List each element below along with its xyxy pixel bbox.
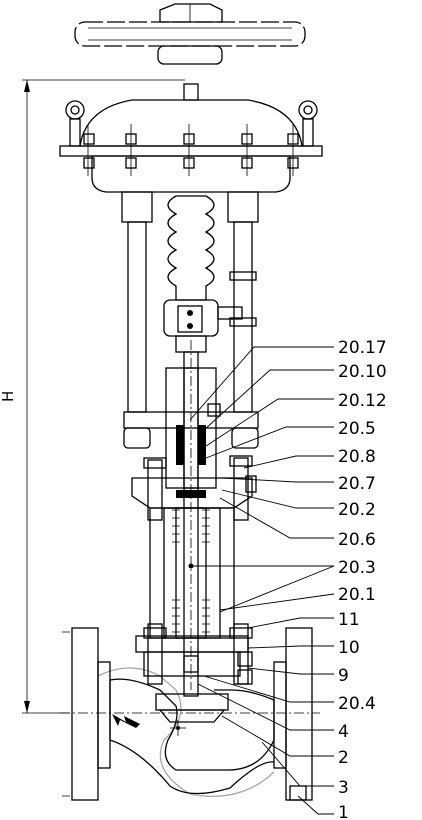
callout-20-4: 20.4	[338, 694, 376, 714]
callout-3: 3	[338, 778, 349, 798]
valve-stem	[183, 340, 199, 690]
yoke-pillars	[121, 191, 259, 413]
callout-2: 2	[338, 748, 349, 768]
callout-20-12: 20.12	[338, 391, 387, 411]
callout-9: 9	[338, 666, 349, 686]
callout-20-8: 20.8	[338, 447, 376, 467]
callout-20-1: 20.1	[338, 585, 376, 605]
bellows	[163, 195, 243, 353]
lower-bonnet-flange	[135, 623, 253, 697]
callout-10: 10	[338, 638, 360, 658]
part-number-labels: 20.17 20.10 20.12 20.5 20.8 20.7 20.2 20…	[338, 338, 387, 820]
callout-20-10: 20.10	[338, 362, 387, 382]
height-dimension: H	[0, 79, 185, 714]
leader-lines	[189, 346, 335, 815]
callout-20-3: 20.3	[338, 558, 376, 578]
height-dimension-label: H	[0, 391, 17, 402]
handwheel	[74, 3, 306, 65]
callout-20-6: 20.6	[338, 530, 376, 550]
callout-4: 4	[338, 722, 349, 742]
callout-20-2: 20.2	[338, 500, 376, 520]
valve-body	[60, 627, 320, 801]
callout-11: 11	[338, 610, 360, 630]
callout-20-17: 20.17	[338, 338, 387, 358]
callout-20-7: 20.7	[338, 474, 376, 494]
callout-1: 1	[338, 803, 349, 820]
extension-column	[149, 507, 235, 639]
callout-20-5: 20.5	[338, 419, 376, 439]
bonnet-upper	[123, 367, 259, 489]
actuator-housing	[59, 83, 323, 193]
flow-direction-arrow	[112, 714, 140, 728]
